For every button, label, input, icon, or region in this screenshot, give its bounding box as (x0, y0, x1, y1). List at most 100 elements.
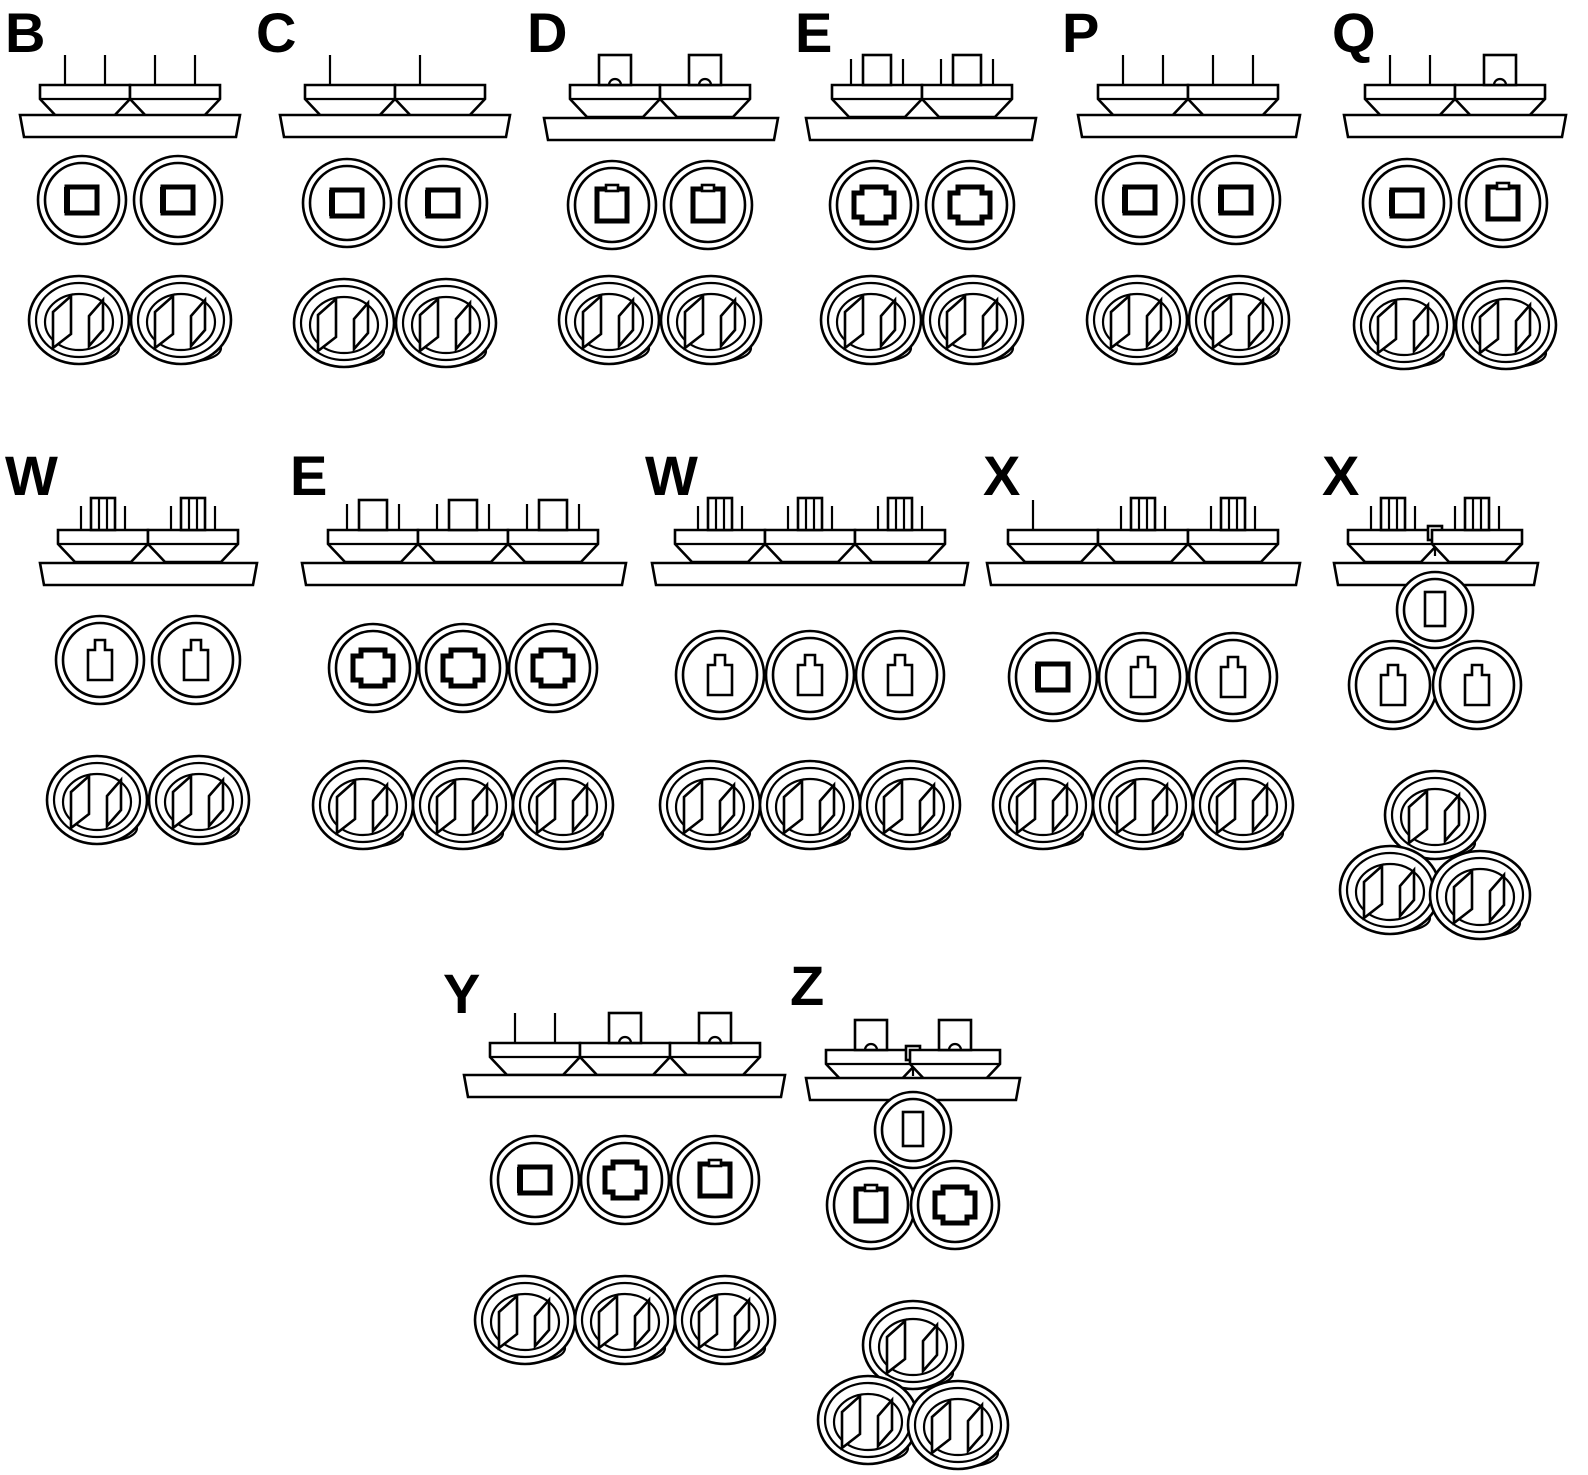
socket-face-W (1187, 631, 1279, 723)
adapter-group-w2: W (645, 444, 970, 851)
plug-body (1006, 528, 1100, 564)
plug-perspective-W (1191, 759, 1295, 851)
face-view (329, 624, 597, 712)
plug-body (38, 83, 132, 119)
plug-perspective-A (991, 759, 1095, 851)
perspective-view (658, 759, 962, 851)
perspective-view (991, 759, 1295, 851)
group-label: C (256, 1, 296, 64)
group-label: Q (1332, 1, 1376, 64)
group-label: W (645, 444, 698, 507)
pin-set-G (597, 53, 633, 87)
adapter-group-w1: W (5, 444, 259, 846)
socket-face-A (38, 156, 126, 244)
adapter-base (985, 561, 1302, 587)
plug-perspective-A (129, 274, 233, 366)
socket-face-W (1347, 639, 1439, 731)
plug-body (56, 528, 150, 564)
socket-face-A (491, 1136, 579, 1224)
face-view (1096, 156, 1280, 244)
top-view (804, 1018, 1022, 1102)
socket-face-W (764, 629, 856, 721)
perspective-view (1085, 274, 1291, 366)
plug-body (326, 528, 420, 564)
plug-perspective-W (758, 759, 862, 851)
adapter-group-x2: X (1322, 444, 1540, 941)
group-label: Y (443, 962, 480, 1025)
pin-set-G (937, 1018, 973, 1052)
group-label: D (527, 1, 567, 64)
socket-face-E (509, 624, 597, 712)
face-view (1009, 631, 1279, 723)
pin-set-W (1209, 496, 1257, 532)
pin-set-W (696, 496, 744, 532)
pin-set-W (1369, 496, 1417, 532)
socket-face-E (419, 624, 507, 712)
top-view (542, 53, 780, 142)
plug-body (568, 83, 662, 119)
socket-face-S (873, 1090, 953, 1170)
socket-face-S (1395, 570, 1475, 650)
socket-face-W (1097, 631, 1189, 723)
perspective-view (1338, 769, 1532, 941)
pin-set-G (607, 1011, 643, 1045)
plug-perspective-E (921, 274, 1025, 366)
pin-set-G (687, 53, 723, 87)
pin-set-E (525, 498, 581, 532)
socket-face-W (674, 629, 766, 721)
group-label: W (5, 444, 58, 507)
plug-perspective-G (1454, 279, 1558, 371)
plug-body (578, 1041, 672, 1077)
plug-body (1186, 83, 1280, 119)
adapter-base (38, 561, 259, 587)
plug-perspective-W (658, 759, 762, 851)
perspective-view (45, 754, 251, 846)
face-view (568, 161, 752, 249)
perspective-view (473, 1274, 777, 1366)
plug-body (1346, 528, 1440, 564)
plug-perspective-G (557, 274, 661, 366)
plug-perspective-A (473, 1274, 577, 1366)
socket-face-E (830, 161, 918, 249)
plug-perspective-G (659, 274, 763, 366)
adapter-base (1076, 113, 1302, 139)
plug-body (146, 528, 240, 564)
adapter-group-c: C (256, 1, 512, 369)
plug-body (668, 1041, 762, 1077)
pin-set-G (853, 1018, 889, 1052)
plug-perspective-E (573, 1274, 677, 1366)
perspective-view (557, 274, 763, 366)
plug-perspective-W (147, 754, 251, 846)
adapter-group-z: Z (790, 954, 1022, 1471)
adapter-base (1342, 113, 1568, 139)
top-view (804, 53, 1038, 142)
plug-body (416, 528, 510, 564)
group-label: Z (790, 954, 824, 1017)
plug-body (658, 83, 752, 119)
adapter-base (18, 113, 242, 139)
top-view (18, 53, 242, 139)
plug-perspective-W (1428, 849, 1532, 941)
pin-set-A (63, 53, 107, 87)
pin-set-G (697, 1011, 733, 1045)
pin-set-W (786, 496, 834, 532)
adapter-base (300, 561, 628, 587)
top-view (300, 498, 628, 587)
plug-body (920, 83, 1014, 119)
face-view (38, 156, 222, 244)
pin-set-A (1211, 53, 1255, 87)
socket-face-G (671, 1136, 759, 1224)
plug-body (393, 83, 487, 119)
top-view (1342, 53, 1568, 139)
group-label: X (983, 444, 1020, 507)
plug-perspective-E (311, 759, 415, 851)
plug-perspective-E (906, 1379, 1010, 1471)
adapter-base (542, 116, 780, 142)
plug-body (1096, 83, 1190, 119)
face-view (830, 161, 1014, 249)
group-label: P (1062, 1, 1099, 64)
pin-set-A (1121, 53, 1165, 87)
group-label: E (290, 444, 327, 507)
pin-set-W (876, 496, 924, 532)
